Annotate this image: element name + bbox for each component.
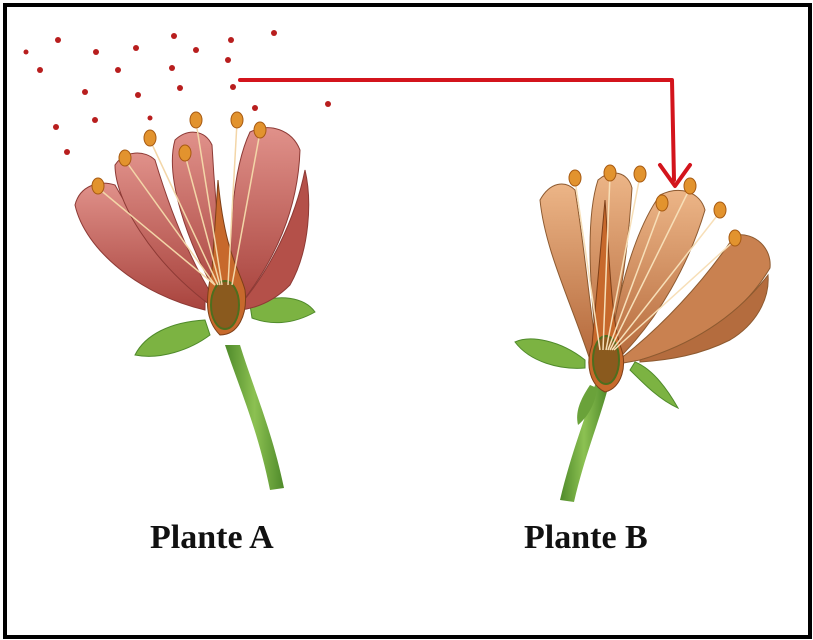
pollen-dot — [325, 101, 331, 107]
pollen-dot — [92, 117, 98, 123]
pollen-dot — [55, 37, 61, 43]
leaf — [135, 320, 210, 356]
pollen-dot — [53, 124, 59, 130]
plant-b-flower — [515, 165, 770, 502]
pollen-dot — [24, 50, 29, 55]
pollen-dot — [82, 89, 88, 95]
pollen-dot — [228, 37, 234, 43]
pollen-dot — [171, 33, 177, 39]
pollen-dot — [169, 65, 175, 71]
pollen-dot — [177, 85, 183, 91]
pollen-dot — [133, 45, 139, 51]
petal — [540, 184, 598, 360]
ovary — [593, 336, 619, 384]
ovary — [211, 281, 239, 329]
pollen-dot — [252, 105, 258, 111]
pollen-dot — [230, 84, 236, 90]
pollen-dot — [135, 92, 141, 98]
plant-a-flower — [75, 112, 315, 490]
pollen-dot — [115, 67, 121, 73]
plant-b-label: Plante B — [524, 519, 648, 557]
leaf — [630, 362, 678, 408]
pollen-dot — [193, 47, 199, 53]
pollen-dot — [37, 67, 43, 73]
plant-a-label: Plante A — [150, 519, 274, 557]
stem — [225, 345, 284, 490]
pollen-dot — [93, 49, 99, 55]
pollen-dot — [64, 149, 70, 155]
pollen-dot — [225, 57, 231, 63]
pollen-transfer-arrow — [240, 80, 690, 186]
pollen-dot — [271, 30, 277, 36]
leaf — [515, 339, 585, 368]
pollen-dot — [148, 116, 153, 121]
